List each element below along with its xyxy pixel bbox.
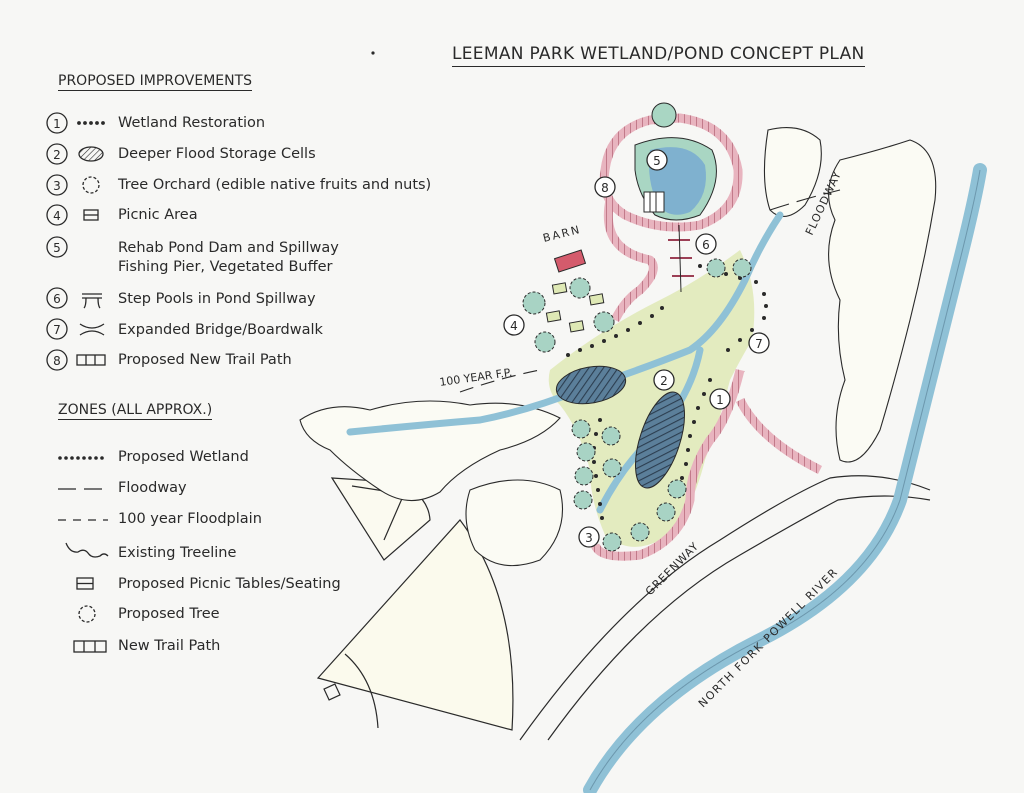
flood-cell-upper — [555, 365, 627, 405]
pond-top-tree — [651, 102, 677, 128]
picnic-tables — [545, 282, 605, 333]
hatched-cell-icon — [78, 146, 104, 162]
improvement-6-label: Step Pools in Pond Spillway — [118, 291, 316, 307]
dots-icon — [77, 121, 105, 125]
top-treeline — [763, 127, 822, 217]
svg-text:1: 1 — [53, 117, 61, 131]
zones-heading: ZONES (ALL APPROX.) — [58, 402, 213, 420]
number-4-icon: 4 — [46, 204, 68, 226]
floodway-line — [769, 189, 841, 211]
wetland-area — [548, 250, 755, 547]
number-2-icon: 2 — [46, 143, 68, 165]
river-map-label: NORTH FORK POWELL RIVER — [696, 565, 841, 710]
number-5-icon: 5 — [46, 236, 68, 258]
picnic-zone-icon — [76, 577, 94, 590]
tree-icon — [82, 176, 100, 194]
svg-text:5: 5 — [653, 154, 661, 168]
improvement-4-label: Picnic Area — [118, 207, 198, 223]
zone-tree-label: Proposed Tree — [118, 606, 220, 622]
tree-zone-icon — [78, 605, 96, 623]
fishing-pier — [643, 191, 665, 213]
svg-text:3: 3 — [53, 179, 61, 193]
svg-text:6: 6 — [702, 238, 710, 252]
map-callouts: 5 8 6 4 7 2 1 3 — [503, 149, 770, 548]
map-callout-5: 5 — [646, 149, 668, 171]
treeline-icon — [65, 542, 109, 558]
step-pool-icon — [82, 293, 102, 309]
improvement-symbols: 1 2 3 4 5 6 7 8 — [46, 112, 106, 371]
improvements-heading: PROPOSED IMPROVEMENTS — [58, 73, 253, 91]
number-3-icon: 3 — [46, 174, 68, 196]
floodplain-line — [459, 369, 541, 393]
zone-picnic-label: Proposed Picnic Tables/Seating — [118, 576, 341, 592]
barn-label: BARN — [542, 223, 583, 245]
map-callout-8: 8 — [594, 176, 616, 198]
zone-trail-label: New Trail Path — [118, 638, 221, 654]
wetland-dots-icon — [58, 456, 104, 460]
left-treeline — [299, 400, 561, 502]
trail-icon — [76, 354, 106, 366]
svg-text:3: 3 — [585, 531, 593, 545]
improvement-3-label: Tree Orchard (edible native fruits and n… — [118, 177, 432, 193]
zone-floodway-label: Floodway — [118, 480, 187, 496]
svg-text:7: 7 — [53, 323, 61, 337]
map-callout-1: 1 — [709, 388, 731, 410]
map-callout-3: 3 — [578, 526, 600, 548]
barn — [553, 249, 587, 273]
svg-text:2: 2 — [53, 148, 61, 162]
svg-text:6: 6 — [53, 292, 61, 306]
flood-cell-lower — [634, 391, 686, 489]
zone-wetland-label: Proposed Wetland — [118, 449, 249, 465]
number-6-icon: 6 — [46, 287, 68, 309]
orchard-trees — [522, 258, 752, 552]
improvement-7-label: Expanded Bridge/Boardwalk — [118, 322, 323, 338]
number-7-icon: 7 — [46, 318, 68, 340]
zone-treeline-label: Existing Treeline — [118, 545, 237, 561]
svg-text:4: 4 — [53, 209, 61, 223]
number-1-icon: 1 — [46, 112, 68, 134]
improvement-8-label: Proposed New Trail Path — [118, 352, 292, 368]
step-pools — [668, 224, 694, 293]
zone-symbols — [58, 456, 109, 653]
svg-text:8: 8 — [601, 181, 609, 195]
svg-text:7: 7 — [755, 337, 763, 351]
map-callout-2: 2 — [653, 369, 675, 391]
svg-text:2: 2 — [660, 374, 668, 388]
improvement-2-label: Deeper Flood Storage Cells — [118, 146, 316, 162]
zone-floodplain-label: 100 year Floodplain — [118, 511, 262, 527]
picnic-table-icon — [83, 209, 99, 221]
pond-trail — [590, 113, 823, 561]
bridge-icon — [79, 323, 105, 336]
number-8-icon: 8 — [46, 349, 68, 371]
plan-title: LEEMAN PARK WETLAND/POND CONCEPT PLAN — [452, 44, 865, 67]
trail-zone-icon — [73, 640, 107, 653]
map-callout-4: 4 — [503, 314, 525, 336]
greenway-road — [519, 475, 931, 741]
right-treeline — [828, 139, 937, 463]
floodplain-blob — [465, 479, 564, 567]
improvement-1-label: Wetland Restoration — [118, 115, 266, 131]
improvement-5-label-line2: Fishing Pier, Vegetated Buffer — [118, 259, 333, 275]
svg-text:1: 1 — [716, 393, 724, 407]
map-callout-6: 6 — [695, 233, 717, 255]
svg-text:5: 5 — [53, 241, 61, 255]
improvement-5-label: Rehab Pond Dam and Spillway — [118, 240, 339, 256]
svg-text:8: 8 — [53, 354, 61, 368]
map-callout-7: 7 — [748, 332, 770, 354]
floodplain-map-label: 100 YEAR F.P. — [439, 366, 513, 389]
svg-text:4: 4 — [510, 319, 518, 333]
